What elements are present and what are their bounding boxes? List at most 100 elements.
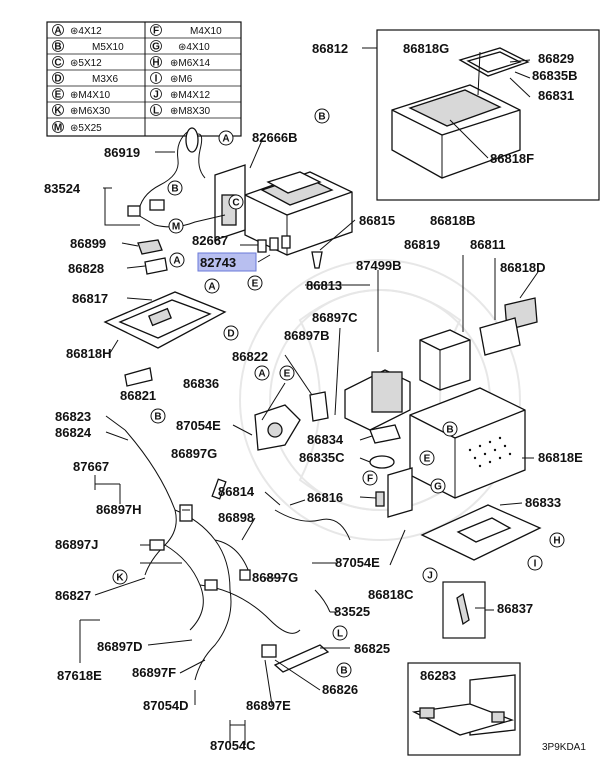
svg-text:L: L bbox=[337, 629, 343, 640]
callout-i: I bbox=[527, 555, 543, 571]
svg-text:M: M bbox=[54, 123, 62, 134]
callout-b: B bbox=[167, 180, 183, 196]
part-label: 86825 bbox=[354, 641, 390, 656]
svg-text:I: I bbox=[534, 559, 537, 570]
wire-harness-83524 bbox=[127, 127, 226, 228]
part-label: 86819 bbox=[404, 237, 440, 252]
legend-row-f: F M4X10 bbox=[150, 24, 222, 37]
callout-h: H bbox=[549, 532, 565, 548]
plate-86818h bbox=[103, 291, 227, 349]
legend-row-g: G⊛4X10 bbox=[150, 40, 210, 53]
part-label: 86818D bbox=[500, 260, 546, 275]
part-label: 86897H bbox=[96, 502, 142, 517]
box-86818b bbox=[419, 255, 471, 391]
part-label: 87499B bbox=[356, 258, 402, 273]
part-label: 86824 bbox=[55, 425, 92, 440]
plate-86833 bbox=[420, 504, 542, 561]
callout-b: B bbox=[336, 662, 352, 678]
wire-harness-lower bbox=[124, 429, 351, 681]
callout-k: K bbox=[112, 569, 128, 585]
part-label: 86897J bbox=[55, 537, 98, 552]
part-label: 83525 bbox=[334, 604, 370, 619]
part-label: 86831 bbox=[538, 88, 574, 103]
svg-text:K: K bbox=[116, 573, 124, 584]
callout-a: A bbox=[218, 130, 234, 146]
svg-text:F: F bbox=[367, 474, 373, 485]
callout-b: B bbox=[442, 421, 458, 437]
svg-text:B: B bbox=[54, 42, 61, 53]
svg-text:I: I bbox=[155, 74, 158, 85]
part-label: 86898 bbox=[218, 510, 254, 525]
switch-86836 bbox=[254, 404, 301, 451]
clip-86899 bbox=[137, 239, 163, 255]
part-label: 86919 bbox=[104, 145, 140, 160]
part-label: 86823 bbox=[55, 409, 91, 424]
svg-text:E: E bbox=[424, 454, 431, 465]
part-label: 82667 bbox=[192, 233, 228, 248]
part-label: 87054E bbox=[176, 418, 221, 433]
part-label: 87054C bbox=[210, 738, 256, 753]
clip-86828 bbox=[144, 257, 168, 275]
callout-c: C bbox=[228, 194, 244, 210]
part-label: 86828 bbox=[68, 261, 104, 276]
svg-text:B: B bbox=[446, 425, 453, 436]
leader-lines bbox=[79, 47, 539, 745]
part-label: 86817 bbox=[72, 291, 108, 306]
svg-text:H: H bbox=[152, 58, 159, 69]
svg-text:⊕M8X30: ⊕M8X30 bbox=[170, 106, 211, 117]
part-label: 82666B bbox=[252, 130, 298, 145]
svg-text:F: F bbox=[153, 26, 159, 37]
callout-l: L bbox=[332, 625, 348, 641]
bracket-86816 bbox=[375, 467, 413, 518]
bracket-86825 bbox=[273, 644, 330, 673]
part-label: 86897G bbox=[252, 570, 298, 585]
svg-text:⊕M4X10: ⊕M4X10 bbox=[70, 90, 111, 101]
svg-text:D: D bbox=[54, 74, 61, 85]
callout-m: M bbox=[168, 218, 184, 234]
legend-row-i: I⊛M6 bbox=[150, 72, 193, 85]
part-label: 86283 bbox=[420, 668, 456, 683]
part-86835c bbox=[369, 455, 395, 469]
callout-b: B bbox=[314, 108, 330, 124]
svg-text:G: G bbox=[152, 42, 160, 53]
console-box-inset bbox=[376, 29, 600, 201]
part-label: 86818E bbox=[538, 450, 583, 465]
part-labels: 86812 86818G 86829 86835B 86831 86818F 8… bbox=[44, 41, 586, 753]
part-label: 86827 bbox=[55, 588, 91, 603]
part-label: 86818H bbox=[66, 346, 112, 361]
svg-text:M5X10: M5X10 bbox=[92, 42, 124, 53]
part-label: 86814 bbox=[218, 484, 255, 499]
part-label: 86897F bbox=[132, 665, 176, 680]
legend-row-m: M⊛5X25 bbox=[52, 121, 102, 134]
legend-row-h: H⊕M6X14 bbox=[150, 56, 211, 69]
legend-row-b: B M5X10 bbox=[52, 40, 124, 53]
part-label: 86818B bbox=[430, 213, 476, 228]
part-label: 86835C bbox=[299, 450, 345, 465]
part-label: 86813 bbox=[306, 278, 342, 293]
svg-text:A: A bbox=[258, 369, 265, 380]
svg-text:B: B bbox=[154, 412, 161, 423]
diagram-code: 3P9KDA1 bbox=[542, 742, 586, 753]
callout-a: A bbox=[254, 365, 270, 381]
legend-row-j: J⊕M4X12 bbox=[150, 88, 211, 101]
svg-text:D: D bbox=[227, 329, 234, 340]
svg-text:⊛4X12: ⊛4X12 bbox=[70, 26, 102, 37]
svg-text:⊕M6X30: ⊕M6X30 bbox=[70, 106, 111, 117]
callout-d: D bbox=[223, 325, 239, 341]
svg-text:A: A bbox=[222, 134, 229, 145]
part-label: 86815 bbox=[359, 213, 395, 228]
bracket-86821 bbox=[124, 367, 153, 387]
legend-row-e: E⊕M4X10 bbox=[52, 88, 111, 101]
part-label: 86818C bbox=[368, 587, 414, 602]
part-label: 87618E bbox=[57, 668, 102, 683]
part-label-highlighted: 82743 bbox=[197, 252, 257, 272]
svg-text:G: G bbox=[434, 482, 442, 493]
part-86834 bbox=[369, 424, 401, 444]
svg-text:M4X10: M4X10 bbox=[190, 26, 222, 37]
part-86283-inset bbox=[407, 662, 521, 756]
part-label: 86818G bbox=[403, 41, 449, 56]
bracket-86813 bbox=[344, 369, 411, 431]
